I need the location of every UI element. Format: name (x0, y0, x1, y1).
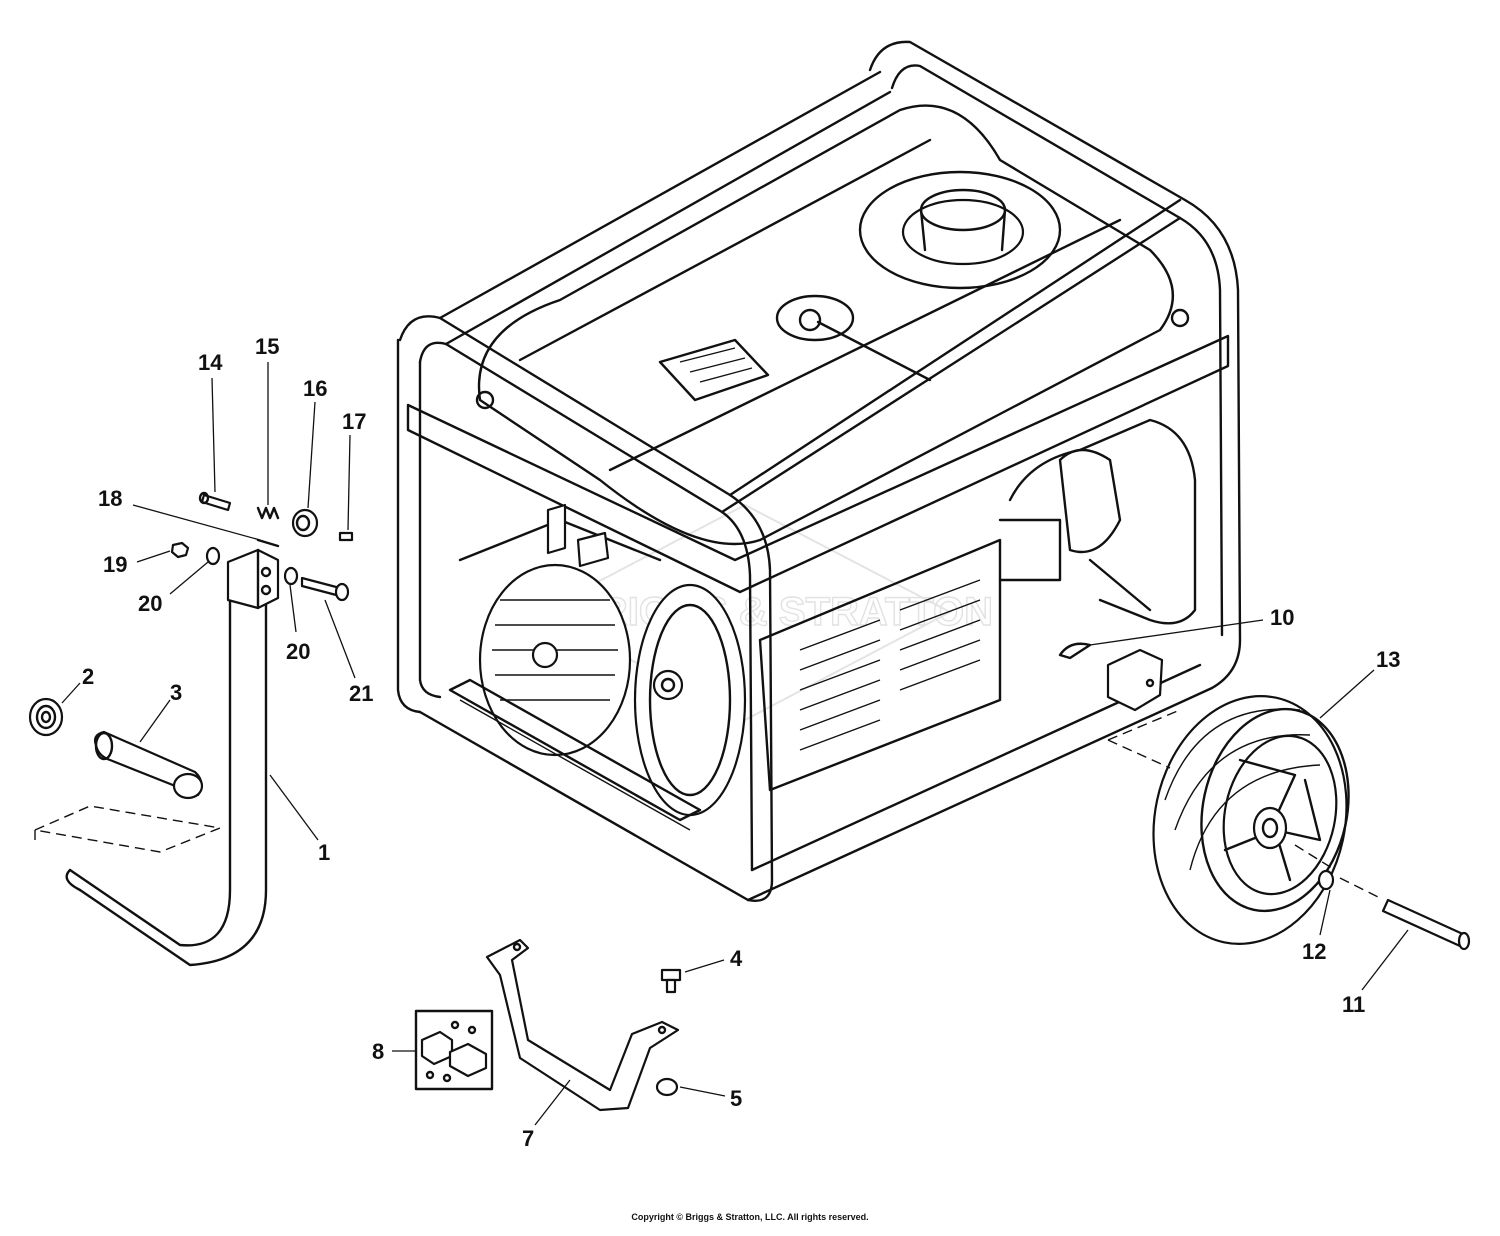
callout-4: 4 (730, 946, 743, 971)
callout-20-left: 20 (138, 591, 162, 616)
callout-17: 17 (342, 409, 366, 434)
wheel-assembly (1058, 642, 1471, 951)
callout-3: 3 (170, 680, 182, 705)
callout-19: 19 (103, 552, 127, 577)
callout-15: 15 (255, 334, 279, 359)
callout-7: 7 (522, 1126, 534, 1151)
callout-21: 21 (349, 681, 373, 706)
watermark-text: BRIGGS & STRATTON (570, 590, 993, 634)
callout-20-right: 20 (286, 639, 310, 664)
callout-12: 12 (1302, 939, 1326, 964)
callout-10: 10 (1270, 605, 1294, 630)
callout-14: 14 (198, 350, 223, 375)
callout-8: 8 (372, 1039, 384, 1064)
copyright-notice: Copyright © Briggs & Stratton, LLC. All … (631, 1212, 869, 1222)
callout-13: 13 (1376, 647, 1400, 672)
callout-2: 2 (82, 664, 94, 689)
callout-18: 18 (98, 486, 122, 511)
callout-11: 11 (1342, 992, 1365, 1017)
handle-assembly (28, 491, 354, 967)
generator-assembly (396, 40, 1242, 902)
callout-16: 16 (303, 376, 327, 401)
leader-lines (61, 362, 1409, 1126)
callout-labels: 1 2 3 4 5 7 8 10 11 12 13 14 15 16 17 18… (82, 334, 1400, 1151)
callout-5: 5 (730, 1086, 742, 1111)
foot-bracket-assembly (414, 938, 682, 1112)
callout-1: 1 (318, 840, 330, 865)
